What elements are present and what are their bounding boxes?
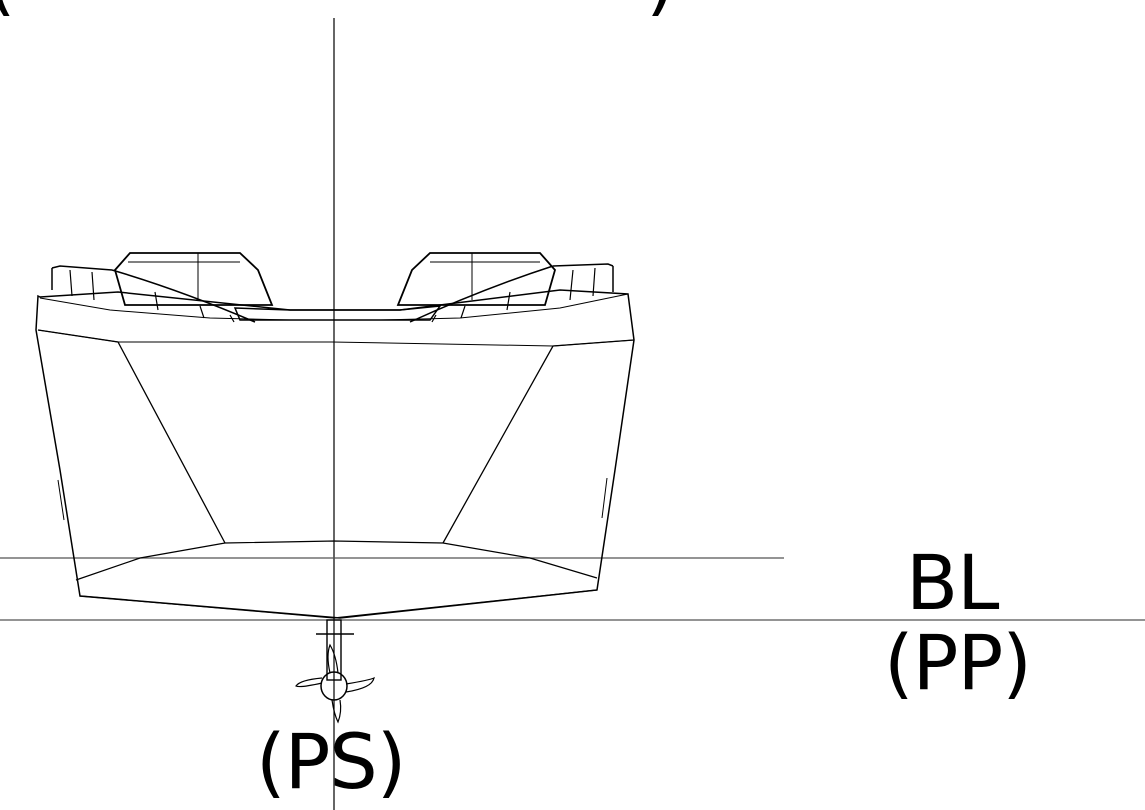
hull-bottom-keel: [79, 589, 598, 619]
hull-deck-edge-right: [379, 293, 629, 321]
top-left-bracket-label: (: [0, 0, 16, 18]
hull-deck-edge-left: [39, 297, 291, 321]
seat-right-inner: [430, 253, 540, 300]
seat-right: [396, 252, 557, 306]
top-right-bracket-label: ): [646, 0, 676, 18]
propeller-blade-top: [327, 643, 339, 674]
hull-bottom-upper: [75, 540, 598, 581]
hull-outline: [35, 289, 635, 619]
side-mark-left: [57, 479, 65, 521]
skeg: [326, 619, 342, 681]
hull-transom-upper: [37, 329, 635, 347]
railing-left-posts: [69, 269, 235, 323]
propeller-hub: [320, 671, 348, 701]
perpendicular-label: (PP): [884, 618, 1032, 707]
railing-left: [51, 265, 256, 323]
side-mark-right: [601, 477, 608, 519]
propeller-shaft-label: (PS): [256, 717, 406, 806]
railing-right-posts: [431, 267, 596, 323]
center-console: [233, 305, 442, 321]
seat-left: [113, 252, 274, 306]
propeller-blade-left: [295, 677, 323, 688]
propeller-blade-bottom: [331, 699, 342, 724]
hull-chine-right: [442, 339, 635, 544]
seat-left-inner: [128, 253, 240, 300]
railing-right: [409, 263, 614, 323]
propeller-blade-right: [345, 676, 375, 693]
baseline-label: BL: [906, 538, 999, 627]
